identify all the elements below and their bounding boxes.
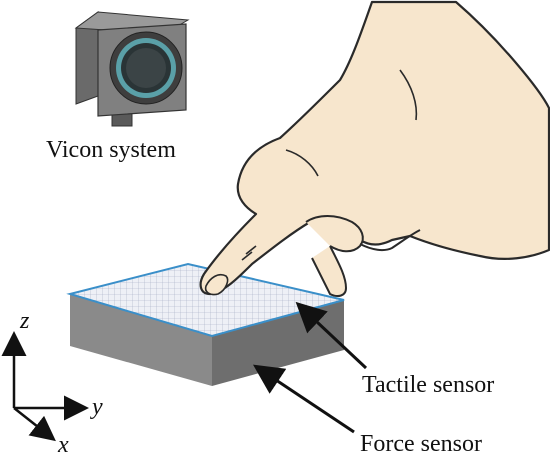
vicon-system-label: Vicon system <box>46 137 176 163</box>
force-sensor-label: Force sensor <box>360 431 482 457</box>
tactile-sensor-surface <box>66 262 345 338</box>
hand-illustration <box>199 0 550 297</box>
x-axis <box>13 407 56 442</box>
coordinate-axes <box>1 331 89 442</box>
z-axis-label: z <box>19 308 30 334</box>
force-sensor-arrow <box>253 364 355 434</box>
vicon-camera-icon <box>74 11 190 127</box>
tactile-sensor-label: Tactile sensor <box>362 372 494 398</box>
y-axis-label: y <box>90 394 103 420</box>
tactile-sensor-arrow <box>295 301 368 370</box>
x-axis-label: x <box>57 432 69 458</box>
